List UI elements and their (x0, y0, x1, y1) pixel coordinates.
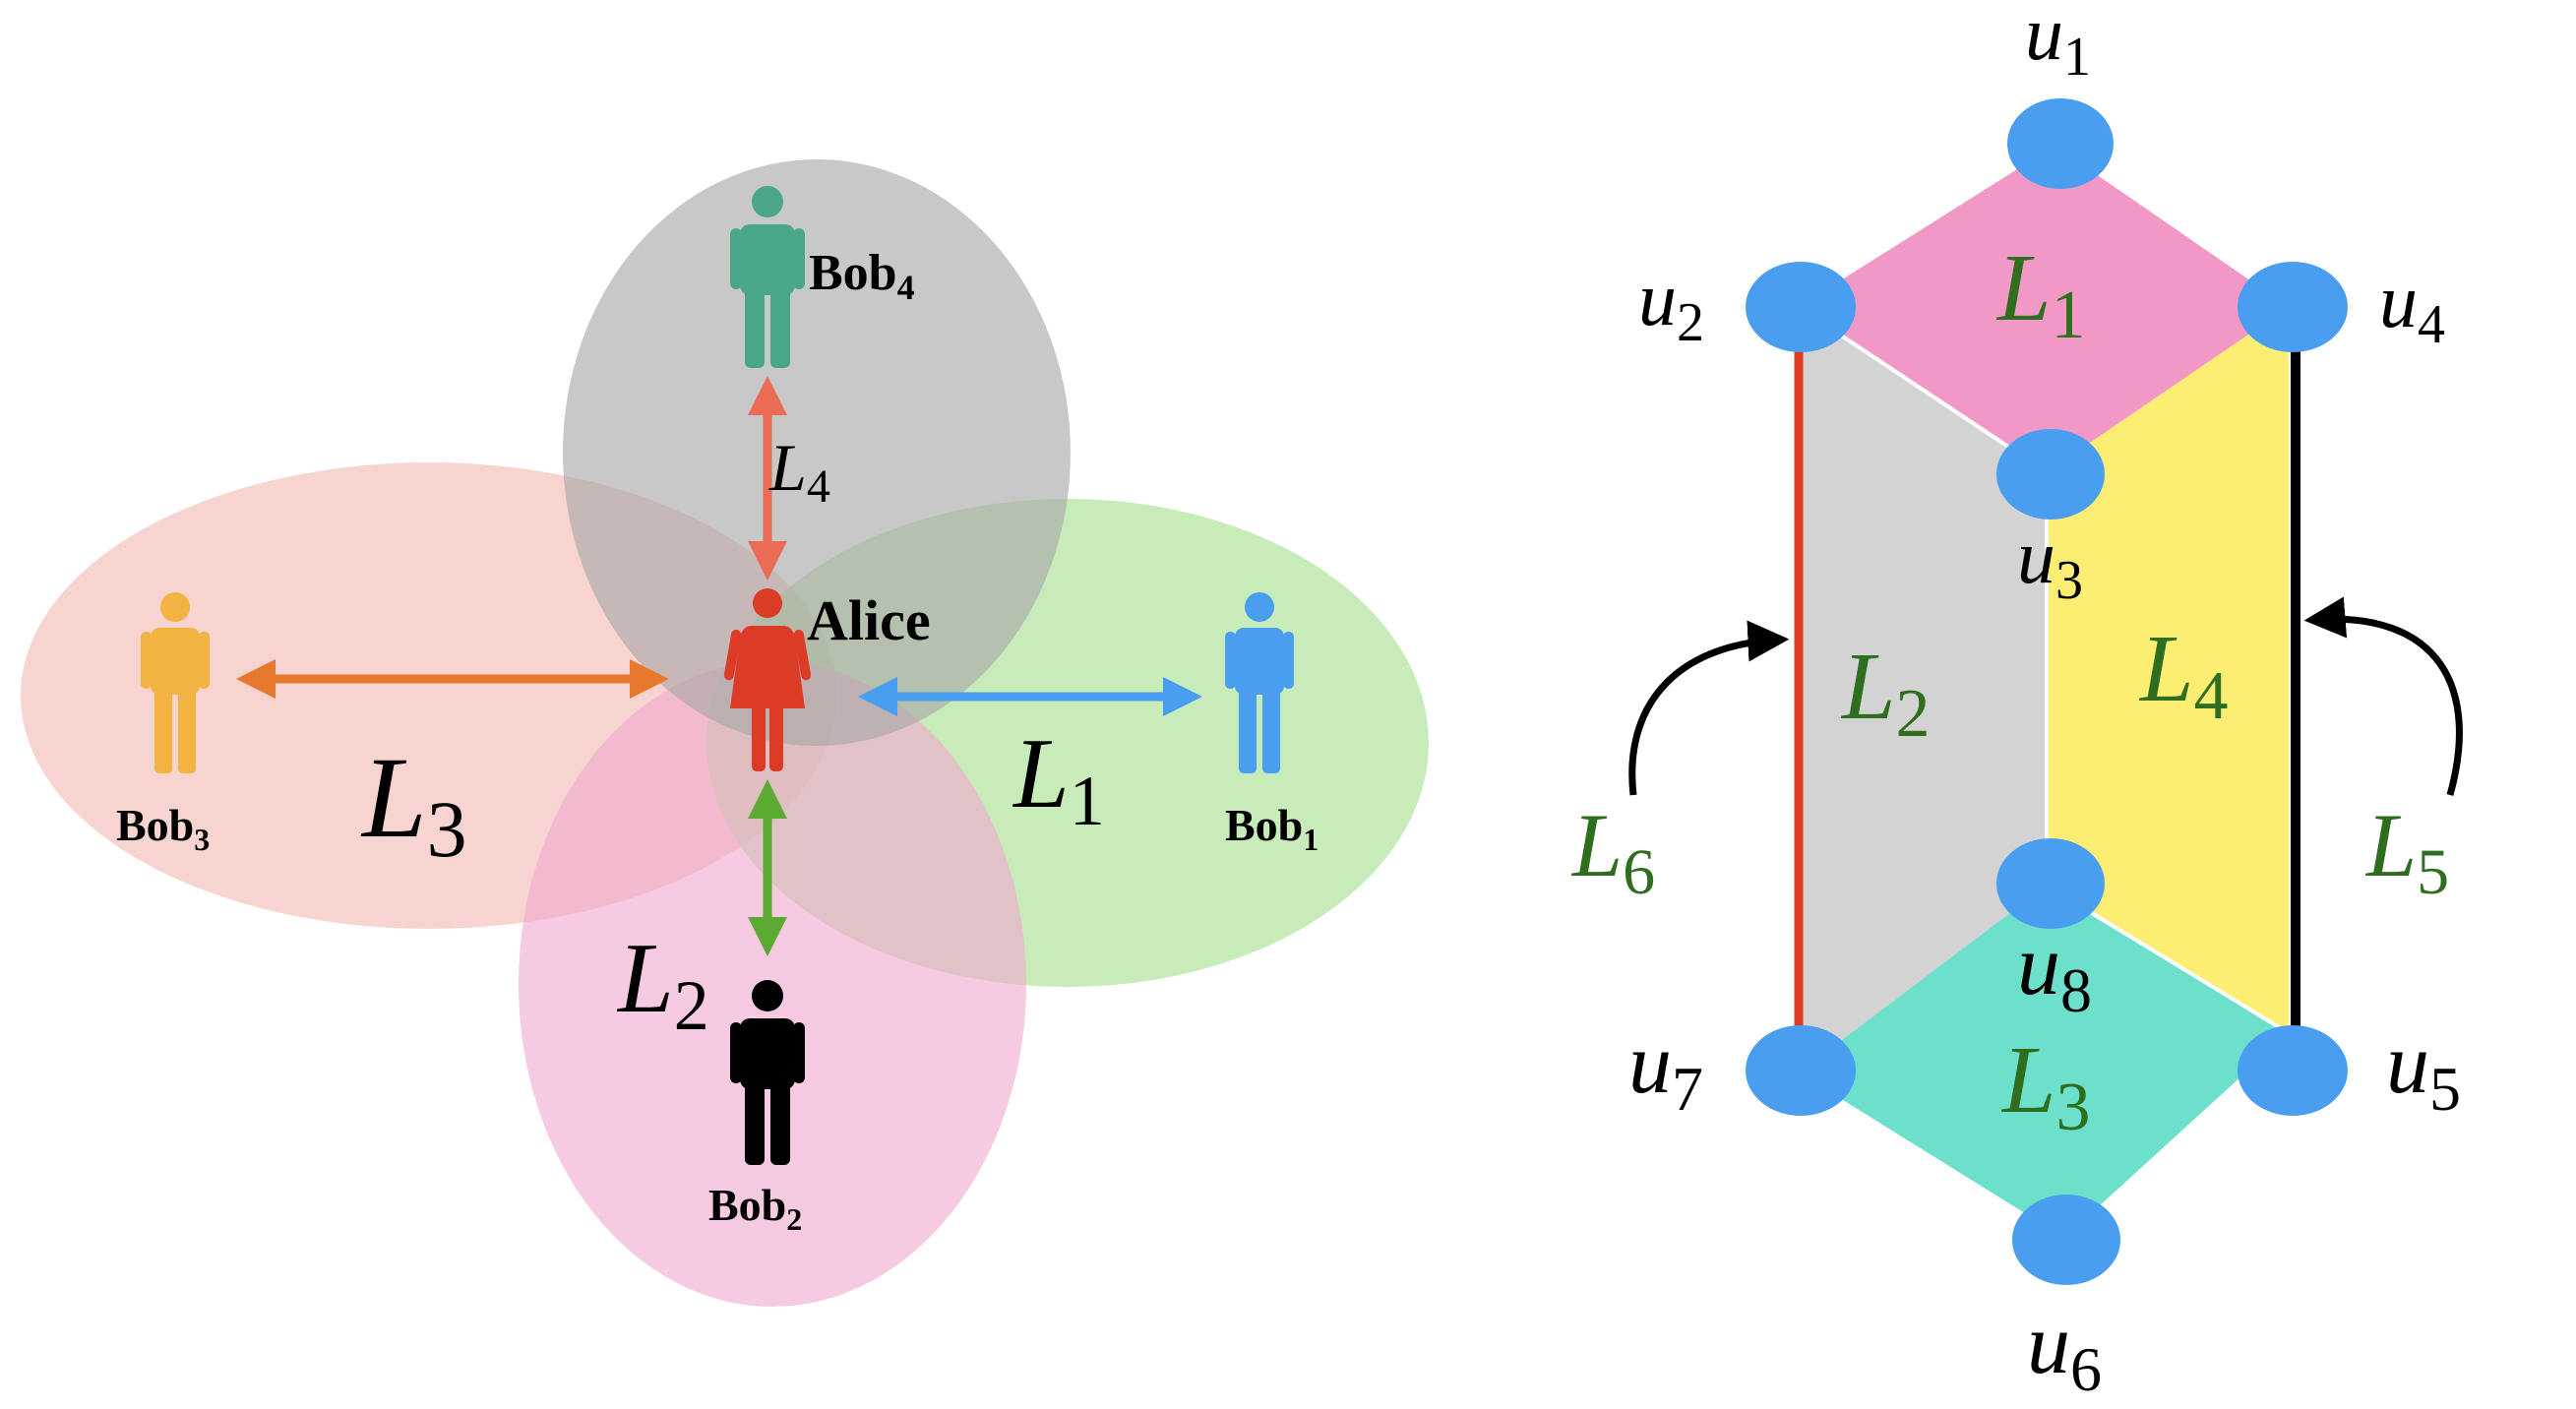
link-arrow-L1 (858, 677, 1202, 716)
bob4-person-icon (730, 186, 805, 368)
left-diagram: Alice Bob4 Bob3 Bob1 Bob2 L3 L1 L4 L2 (21, 159, 1429, 1307)
node-label-u7: u7 (1628, 1016, 1703, 1124)
node-u5 (2238, 1025, 2348, 1116)
bob2-label: Bob2 (708, 1180, 802, 1237)
node-label-u2: u2 (1638, 256, 1704, 353)
bob2-person-icon (730, 980, 805, 1165)
pointer-arrow-L5 (2303, 596, 2463, 796)
node-label-u6: u6 (2027, 1297, 2102, 1404)
face-label-L4: L4 (2138, 616, 2229, 734)
node-label-u1: u1 (2025, 0, 2091, 88)
bob1-label: Bob1 (1225, 800, 1319, 857)
link-label-L1: L1 (1012, 718, 1105, 840)
node-label-u3: u3 (2017, 514, 2083, 611)
bob3-person-icon (141, 592, 210, 773)
bob1-person-icon (1225, 592, 1294, 773)
node-u8 (1996, 838, 2105, 929)
link-arrow-L3 (236, 659, 669, 699)
link-label-L2: L2 (616, 923, 709, 1045)
alice-person-icon (723, 588, 812, 771)
face-L4 (2047, 307, 2289, 1033)
node-u6 (2012, 1195, 2120, 1285)
link-label-L3: L3 (360, 733, 467, 874)
face-L1 (1799, 146, 2289, 472)
node-u3 (1996, 429, 2105, 520)
face-L2 (1799, 307, 2047, 1072)
edge-label-L6: L6 (1570, 795, 1655, 908)
face-label-L2: L2 (1840, 634, 1931, 752)
face-label-L1: L1 (1995, 235, 2086, 353)
node-label-u5: u5 (2386, 1016, 2461, 1124)
link-arrow-L4 (748, 376, 787, 581)
ellipse-L4 (563, 159, 1071, 746)
link-label-L4: L4 (768, 430, 830, 513)
edge-label-L5: L5 (2364, 795, 2449, 908)
node-u1 (2007, 98, 2114, 189)
bob4-label: Bob4 (809, 245, 915, 307)
node-label-u4: u4 (2379, 258, 2445, 355)
bob3-label: Bob3 (116, 800, 210, 857)
node-u4 (2238, 262, 2348, 352)
node-u2 (1746, 262, 1856, 352)
face-label-L3: L3 (2000, 1027, 2091, 1145)
link-arrow-L2 (748, 779, 787, 956)
right-diagram: u1 u2 u4 u3 u8 u7 u5 u6 L1 L2 L4 (1570, 0, 2463, 1404)
pointer-arrow-L6 (1628, 620, 1790, 796)
face-L3 (1799, 886, 2289, 1238)
alice-label: Alice (807, 588, 931, 652)
node-u7 (1746, 1025, 1856, 1116)
node-label-u8: u8 (2017, 918, 2092, 1025)
